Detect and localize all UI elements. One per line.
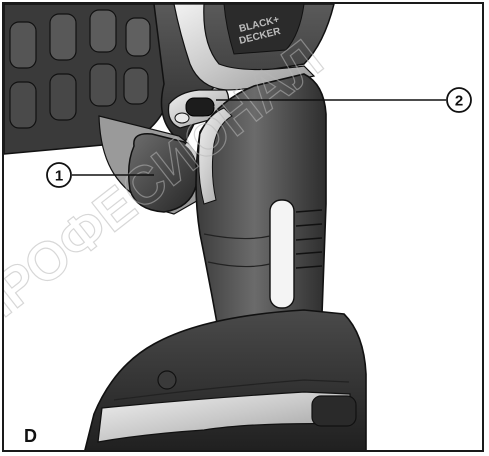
callout-2: 2 [216, 87, 472, 113]
figure-frame: BLACK+ DECKER [2, 2, 484, 452]
callout-1-number: 1 [55, 168, 63, 185]
grip-window [269, 199, 295, 309]
handle-grip [195, 73, 327, 335]
drill-illustration: BLACK+ DECKER [4, 4, 472, 450]
battery-pack [84, 309, 367, 450]
brand-badge: BLACK+ DECKER [223, 4, 305, 55]
callout-2-number: 2 [455, 93, 463, 110]
chuck-collar [4, 4, 173, 155]
callout-1: 1 [46, 162, 154, 188]
figure-label: D [24, 426, 38, 446]
